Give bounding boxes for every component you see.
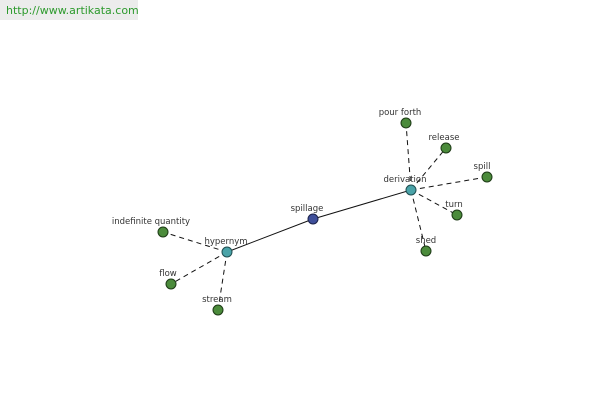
node-indefinite-quantity[interactable] — [157, 226, 169, 238]
edge-derivation-release — [410, 147, 447, 191]
node-stream[interactable] — [212, 304, 224, 316]
edge-derivation-spill — [410, 176, 488, 191]
label-indefinite-quantity: indefinite quantity — [112, 217, 190, 227]
label-turn: turn — [445, 200, 462, 210]
graph-labels: spillage derivation hypernym pour forth … — [112, 108, 491, 305]
url-bar: http://www.artikata.com — [0, 0, 139, 20]
edge-hypernym-indefinite-quantity — [162, 231, 228, 253]
graph-edges — [162, 122, 488, 311]
label-stream: stream — [202, 295, 232, 305]
node-derivation[interactable] — [405, 184, 417, 196]
label-release: release — [429, 133, 460, 143]
node-turn[interactable] — [451, 209, 463, 221]
label-pour-forth: pour forth — [379, 108, 422, 118]
edge-hypernym-flow — [170, 251, 228, 285]
label-flow: flow — [159, 269, 177, 279]
node-spillage[interactable] — [307, 213, 319, 225]
label-derivation: derivation — [383, 175, 426, 185]
node-shed[interactable] — [420, 245, 432, 257]
edge-derivation-pour-forth — [405, 122, 412, 191]
node-pour-forth[interactable] — [400, 117, 412, 129]
node-hypernym[interactable] — [221, 246, 233, 258]
node-spill[interactable] — [481, 171, 493, 183]
edge-spillage-derivation — [312, 189, 412, 220]
label-spill: spill — [474, 162, 491, 172]
graph-nodes — [157, 117, 493, 316]
label-shed: shed — [416, 236, 436, 246]
edge-spillage-hypernym — [226, 218, 314, 253]
edge-hypernym-stream — [217, 251, 228, 311]
label-spillage: spillage — [291, 204, 324, 214]
node-flow[interactable] — [165, 278, 177, 290]
site-url-link[interactable]: http://www.artikata.com — [6, 3, 139, 17]
node-release[interactable] — [440, 142, 452, 154]
label-hypernym: hypernym — [204, 237, 247, 247]
edge-derivation-shed — [410, 189, 427, 252]
